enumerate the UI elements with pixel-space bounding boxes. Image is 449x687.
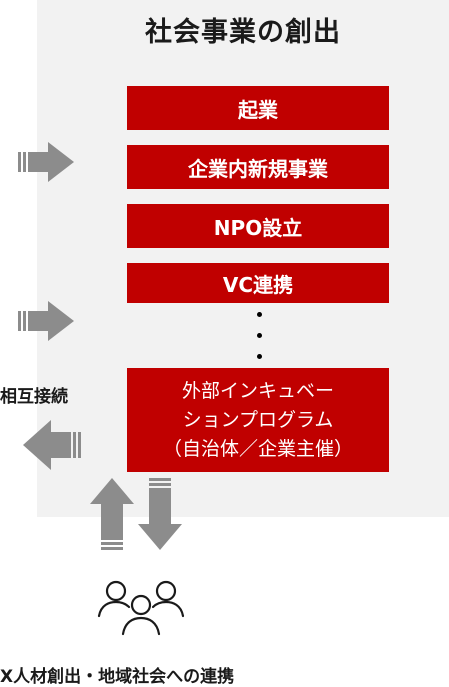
- box-vc-partnership: VC連携: [127, 263, 389, 303]
- arrow-right-icon: [18, 301, 74, 341]
- arrow-up-icon: [90, 478, 134, 550]
- ellipsis-dot: [257, 354, 262, 359]
- bottom-caption: X人材創出・地域社会への連携: [0, 667, 235, 687]
- incubation-line-3: （自治体／企業主催）: [162, 437, 353, 460]
- arrow-left-icon: [23, 420, 81, 470]
- box-npo-establishment: NPO設立: [127, 204, 389, 248]
- ellipsis-dot: [257, 333, 262, 338]
- box-startup: 起業: [127, 86, 389, 130]
- panel-title: 社会事業の創出: [145, 17, 341, 48]
- box-corporate-new-business: 企業内新規事業: [127, 145, 389, 189]
- ellipsis-dot: [257, 312, 262, 317]
- box-external-incubation-program: 外部インキュベー ションプログラム （自治体／企業主催）: [127, 368, 389, 472]
- mutual-connection-label: 相互接続: [0, 387, 68, 407]
- incubation-line-1: 外部インキュベー: [181, 379, 334, 402]
- arrow-right-icon: [18, 142, 74, 182]
- incubation-line-2: ションプログラム: [182, 408, 334, 431]
- arrow-down-icon: [138, 478, 182, 550]
- people-group-icon: [97, 580, 185, 636]
